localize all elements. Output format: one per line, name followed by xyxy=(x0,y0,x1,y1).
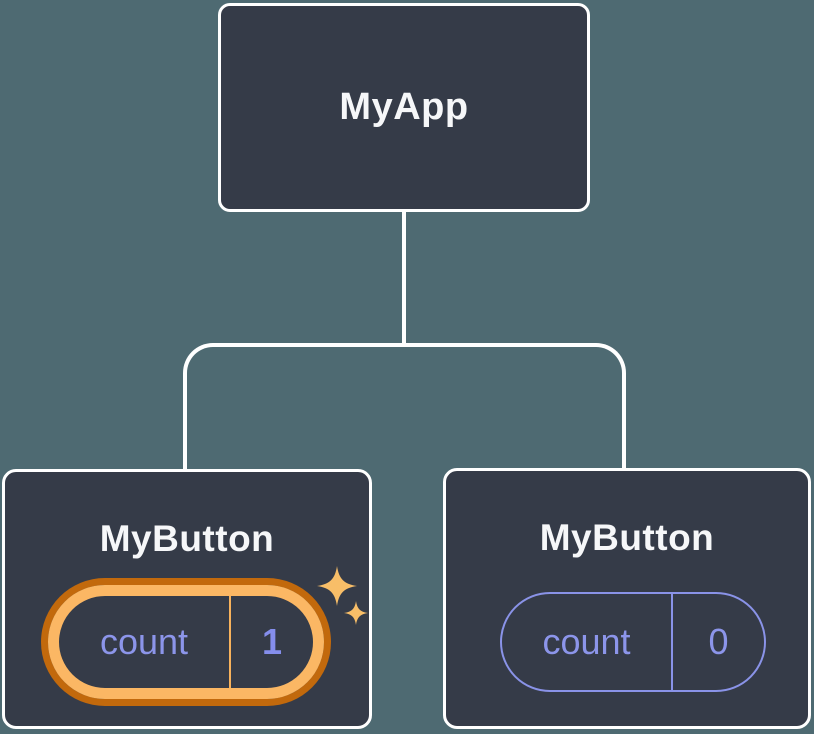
state-value-cell: 1 xyxy=(231,596,313,688)
node-mybutton-right: MyButton count 0 xyxy=(443,468,811,729)
sparkle-icon xyxy=(317,566,368,625)
state-key-cell: count xyxy=(59,596,229,688)
node-mybutton-left-label: MyButton xyxy=(99,518,275,559)
state-pill-highlighted: count 1 xyxy=(48,585,324,699)
pill-divider xyxy=(229,596,231,688)
node-myapp-label: MyApp xyxy=(339,86,469,128)
connector-branch-lines xyxy=(183,343,626,470)
pill-divider xyxy=(671,594,673,690)
node-mybutton-right-label: MyButton xyxy=(539,517,715,558)
state-pill-plain: count 0 xyxy=(500,592,766,692)
state-value-label: 1 xyxy=(261,621,283,662)
node-myapp: MyApp xyxy=(218,3,590,212)
connector-trunk-line xyxy=(402,211,406,347)
state-key-cell: count xyxy=(502,594,671,690)
state-key-label: count xyxy=(99,621,189,662)
state-key-label: count xyxy=(542,621,631,662)
state-value-cell: 0 xyxy=(673,594,764,690)
state-value-label: 0 xyxy=(708,621,729,662)
node-mybutton-left: MyButton count 1 xyxy=(2,469,372,729)
